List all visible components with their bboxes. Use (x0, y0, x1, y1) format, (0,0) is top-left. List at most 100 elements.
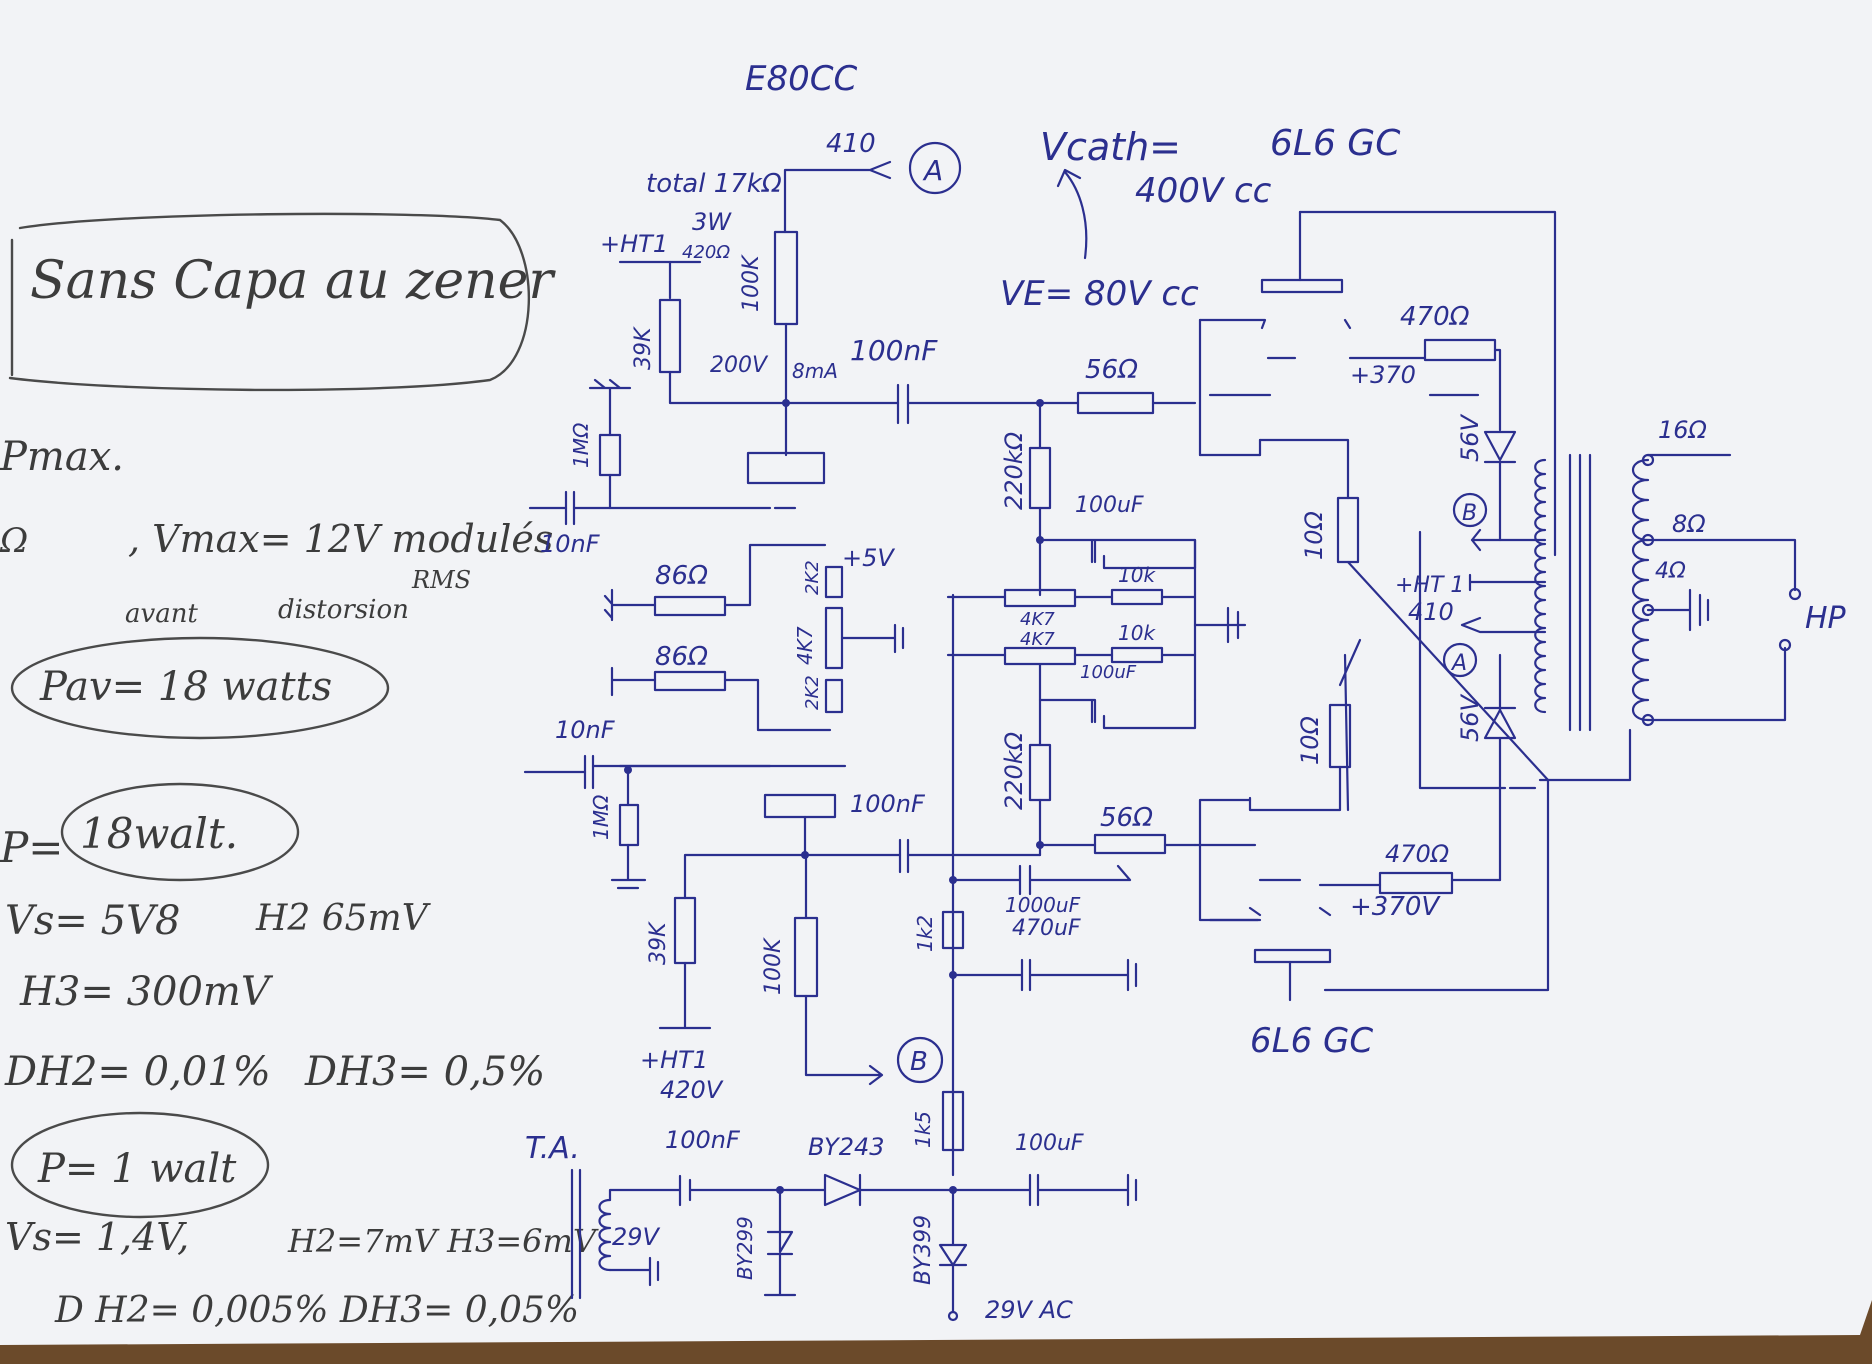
v420-bot-label: 420V (660, 1076, 724, 1104)
hp-label: HP (1805, 601, 1847, 636)
zener-56-top (1483, 430, 1517, 462)
r1k2-label: 1k2 (913, 915, 937, 952)
distorsion-label: distorsion (278, 595, 409, 625)
ot-bot-link (1546, 728, 1632, 782)
power-tube-bot-label: 6L6 GC (1250, 1021, 1373, 1061)
ta-ground (608, 1256, 660, 1287)
vs2-label: Vs= 1,4V, (5, 1215, 189, 1259)
ot-primary (1534, 458, 1547, 714)
node-b-bottom (896, 1036, 944, 1084)
rms-label: RMS (411, 566, 471, 594)
avant-label: avant (125, 599, 198, 629)
resistor-470-bot (1378, 871, 1454, 895)
h3-1-label: H3= 300mV (19, 969, 274, 1015)
r420-label: 420Ω (682, 242, 730, 263)
c10nf-bot-label: 10nF (555, 716, 616, 744)
cap-1000uf (951, 864, 1132, 896)
resistor-1k5 (941, 1090, 965, 1152)
z56-top-label: 56V (1456, 413, 1484, 462)
cross-wire-c (1338, 638, 1362, 687)
e80cc-tube-bot (763, 793, 837, 819)
ground-86-b (610, 666, 657, 697)
v410-label: 410 (826, 129, 876, 159)
p18-outline (60, 782, 300, 882)
r10-bot-label: 10Ω (1296, 715, 1324, 765)
v370-bot-label: +370V (1350, 892, 1441, 922)
anode-bot-wire (683, 815, 807, 900)
r86-b-wire (723, 678, 832, 732)
r220k-bot-label: 220kΩ (1000, 731, 1028, 810)
total-label: total 17kΩ (646, 169, 782, 199)
h2h3-2-label: H2=7mV H3=6mV (287, 1222, 599, 1260)
r470-bot-label: 470Ω (1385, 840, 1450, 868)
power-tube-bot-grid (1248, 906, 1332, 917)
ht-feed-wire (783, 160, 892, 234)
ta-label: T.A. (525, 1131, 580, 1166)
by399-label: BY399 (911, 1215, 936, 1285)
diode-by399 (938, 1188, 968, 1314)
cap-470uf (951, 958, 1138, 992)
ground-pots (1193, 606, 1247, 644)
r4k7-b-label: 4K7 (1020, 629, 1055, 650)
cross-wire-b (1343, 653, 1350, 812)
resistor-1k2 (941, 910, 965, 950)
v410-out-label: 410 (1408, 598, 1454, 626)
pav-outline (10, 636, 390, 740)
r470-top-label: 470Ω (1400, 302, 1470, 332)
vcath-value: 400V cc (1135, 171, 1272, 211)
ma8-label: 8mA (792, 359, 838, 383)
vcath-label: Vcath= (1040, 125, 1181, 169)
r2k2-b-label: 2K2 (802, 675, 823, 710)
ground-4 (1646, 588, 1710, 632)
power-tube-bot-plate (1253, 948, 1332, 964)
ac-terminal (947, 1310, 959, 1322)
cap-100uf-psu (951, 1173, 1138, 1207)
cathode-wire-top (1258, 438, 1350, 500)
c100uf-b-label: 100uF (1080, 662, 1137, 683)
r8-label: 8Ω (1672, 510, 1706, 538)
h2-1-label: H2 65mV (255, 898, 432, 939)
r10k-a-label: 10k (1118, 563, 1156, 587)
r56-top-label: 56Ω (1085, 355, 1138, 385)
node-a-right (1442, 642, 1478, 678)
r1m-bot-label: 1MΩ (589, 794, 613, 840)
pav-label: Pav= 18 watts (39, 664, 332, 710)
r10-top-label: 10Ω (1300, 510, 1328, 560)
cap-100uf-b (1038, 663, 1197, 730)
tap-0-wire (1646, 646, 1787, 722)
p1-label: P= 1 walt (37, 1146, 237, 1192)
c1000uf-label: 1000uF (1005, 893, 1081, 917)
hp-terminal-b (1778, 638, 1792, 652)
r4k7-a-label: 4K7 (1020, 609, 1055, 630)
r10k-b-label: 10k (1118, 621, 1156, 645)
ground-1m-top (588, 378, 632, 437)
hp-terminal-a (1788, 587, 1802, 601)
r4-label: 4Ω (1655, 559, 1686, 584)
ht1-out-label: +HT 1 (1395, 573, 1464, 598)
c10nf-top-label: 10nF (540, 530, 601, 558)
c100nf-top-label: 100nF (850, 334, 938, 367)
node-b-right-label: B (1462, 501, 1477, 526)
ground-86-a (603, 588, 657, 622)
dh-2-label: D H2= 0,005% DH3= 0,05% (54, 1290, 579, 1331)
c100uf-top-label: 100uF (1075, 493, 1144, 518)
ohm-label: Ω (0, 521, 28, 561)
ve-label: VE= 80V cc (1000, 274, 1199, 314)
tap-8-wire (1646, 538, 1797, 592)
p1-outline (10, 1111, 270, 1219)
ht1-out-wire (1460, 573, 1547, 634)
r86-a-wire (723, 543, 827, 607)
resistor-2k2-b (824, 678, 844, 714)
r100k-top-label: 100K (739, 254, 764, 312)
dh2-1-label: DH2= 0,01% (4, 1049, 271, 1095)
r56-bot-label: 56Ω (1100, 803, 1153, 833)
ta-secondary (598, 1198, 612, 1272)
node-b-bottom-label: B (910, 1047, 928, 1077)
z56-bot-label: 56V (1456, 693, 1484, 742)
p18-label: 18walt. (80, 809, 238, 858)
node-a-top-label: A (922, 154, 943, 187)
r1m-top-label: 1MΩ (569, 422, 593, 468)
